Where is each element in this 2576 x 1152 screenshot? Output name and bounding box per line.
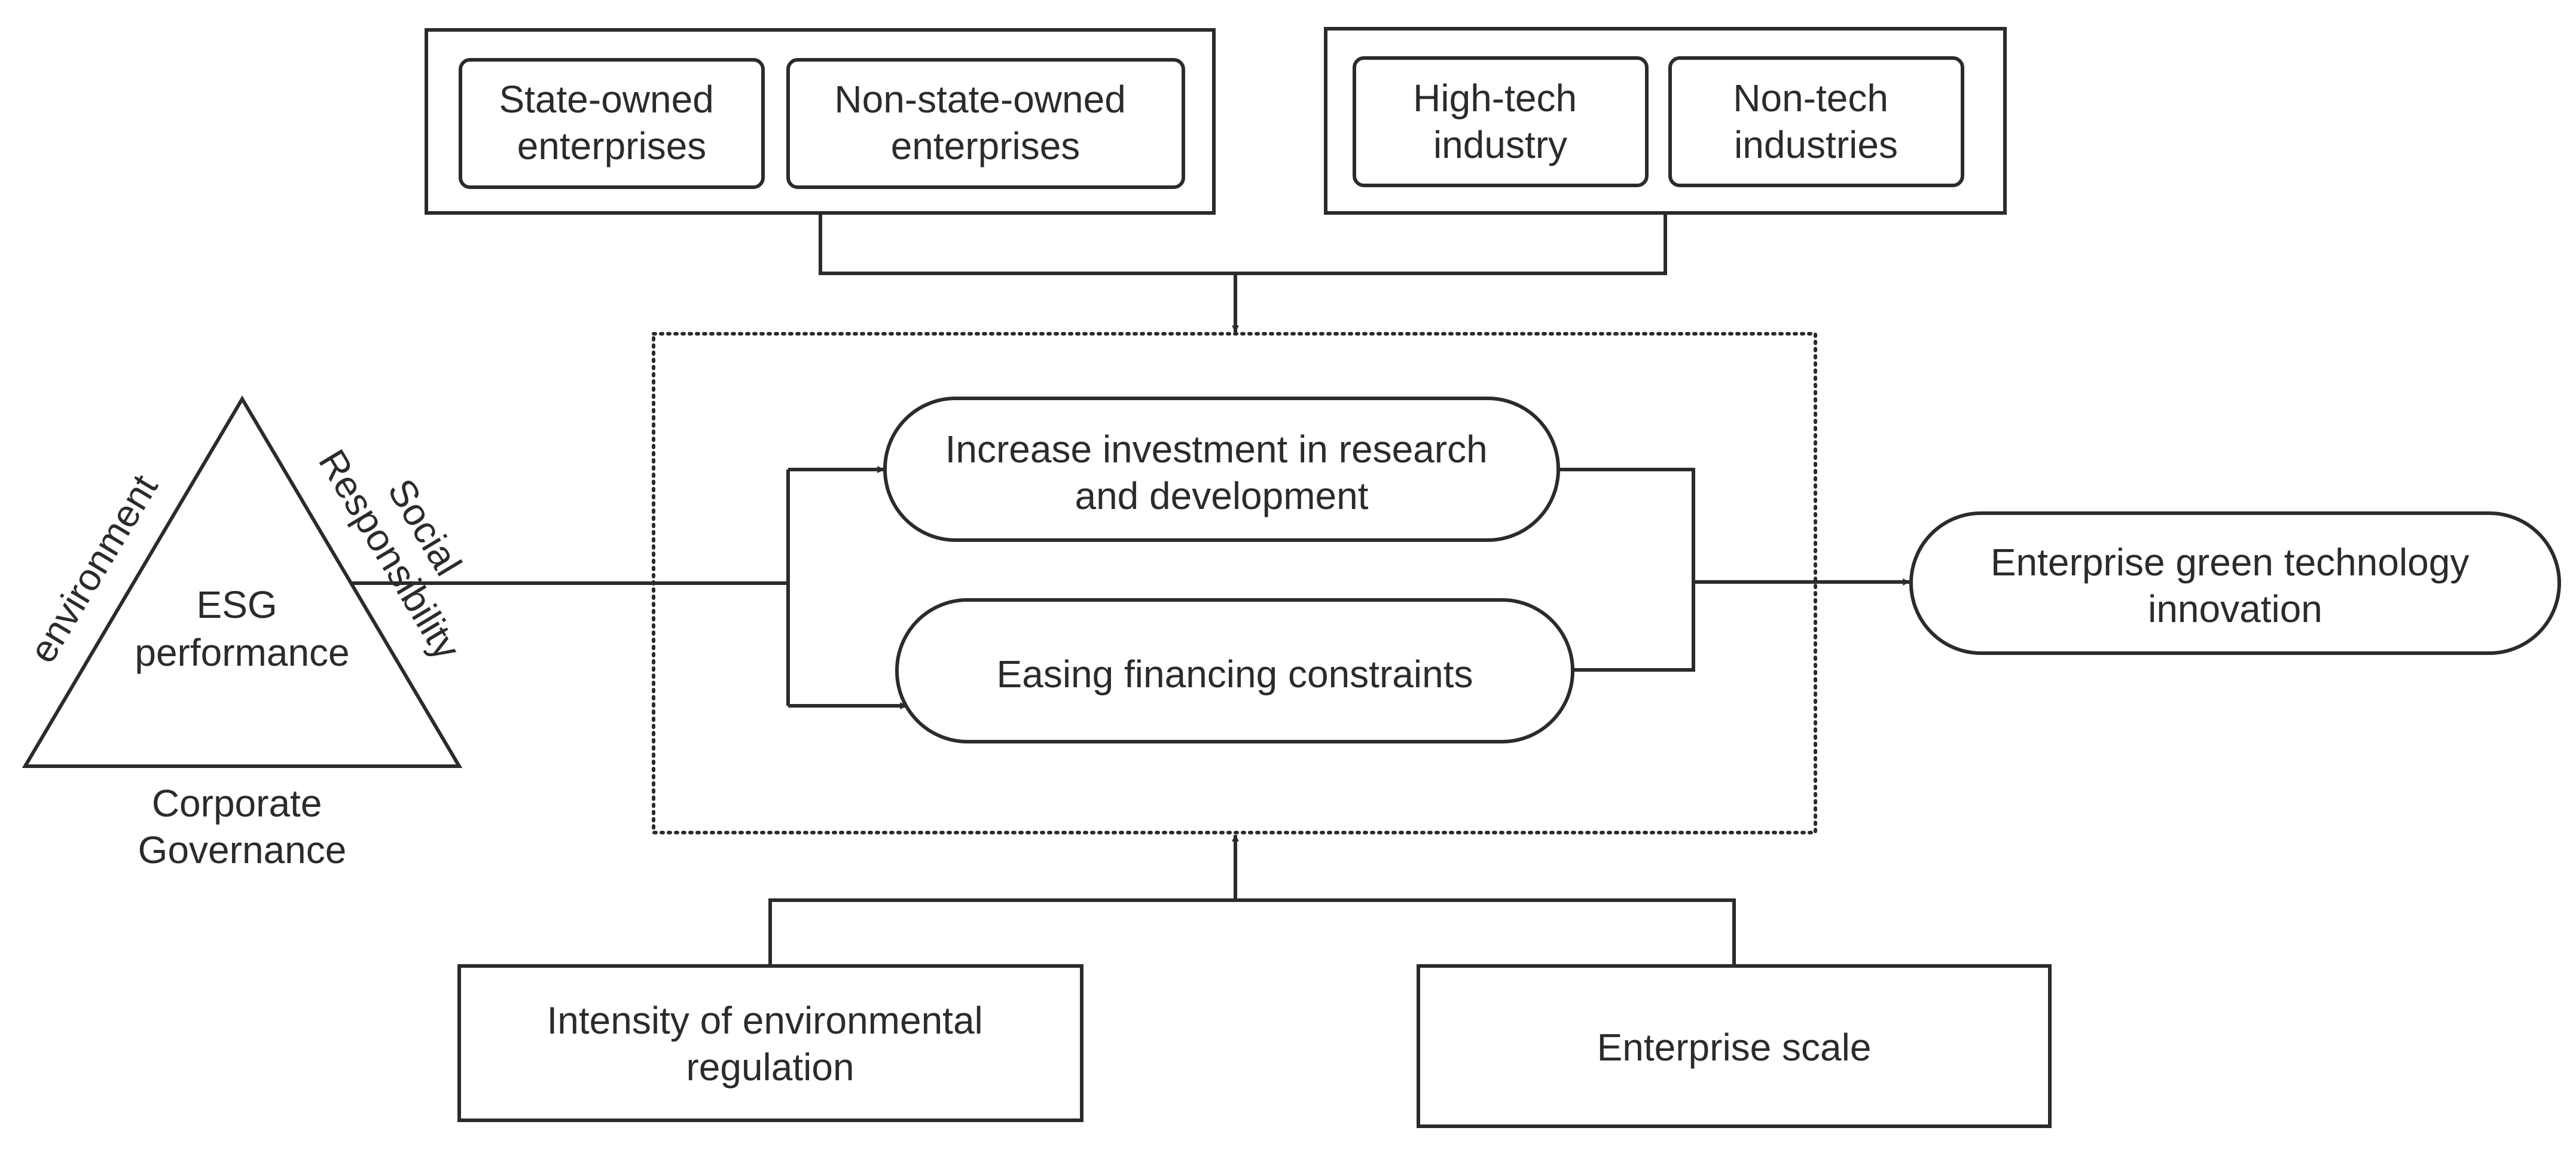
financing-constraints-line1: Easing financing constraints xyxy=(997,653,1473,696)
non-state-owned-line2: enterprises xyxy=(891,124,1081,167)
high-tech-box: High-tech industry xyxy=(1353,56,1649,187)
top-groups-connector xyxy=(819,213,1667,275)
environmental-regulation-box: Intensity of environmental regulation xyxy=(457,964,1083,1122)
esg-triangle-group: ESG performance environment Social Respo… xyxy=(21,395,470,871)
bottom-moderators-connector xyxy=(768,898,1736,965)
environmental-regulation-line2: regulation xyxy=(686,1046,854,1089)
non-state-owned-line1: Non-state-owned xyxy=(834,78,1125,121)
svg-text:Enterprise scale: Enterprise scale xyxy=(1597,1026,1872,1069)
svg-text:High-tech industry: High-tech industry xyxy=(1413,77,1588,166)
mechanism-merge-line xyxy=(1558,468,1695,672)
svg-text:Non-tech industries: Non-tech industries xyxy=(1733,77,1899,166)
non-tech-line1: Non-tech xyxy=(1733,77,1888,120)
svg-text:Intensity of environmental: Intensity of environmental regulation xyxy=(547,999,993,1089)
green-innovation-line1: Enterprise green technology xyxy=(1991,541,2470,584)
high-tech-line1: High-tech xyxy=(1413,77,1577,120)
svg-text:Easing financing constraints: Easing financing constraints xyxy=(997,653,1473,696)
svg-text:Enterprise green technology: Enterprise green technology innovation xyxy=(1991,541,2480,630)
non-state-owned-box: Non-state-owned enterprises xyxy=(786,58,1185,189)
non-tech-box: Non-tech industries xyxy=(1668,56,1964,187)
state-owned-line1: State-owned xyxy=(499,78,713,121)
high-tech-line2: industry xyxy=(1433,123,1567,166)
enterprise-scale-line1: Enterprise scale xyxy=(1597,1026,1872,1069)
industry-group: High-tech industry Non-tech industries xyxy=(1324,27,2007,215)
green-innovation-line2: innovation xyxy=(2148,587,2322,630)
esg-center-line2: performance xyxy=(135,631,349,674)
enterprise-scale-box: Enterprise scale xyxy=(1417,964,2052,1128)
rd-investment-line2: and development xyxy=(1075,474,1368,517)
rd-investment-box: Increase investment in research and deve… xyxy=(883,397,1560,542)
svg-text:Non-state-owned enterp: Non-state-owned enterprises xyxy=(834,78,1136,167)
environmental-regulation-line1: Intensity of environmental xyxy=(547,999,982,1042)
ownership-group: State-owned enterprises Non-state-owned … xyxy=(425,28,1216,215)
svg-text:Corporate Governance: Corporate Governance xyxy=(138,782,347,871)
esg-governance-line2: Governance xyxy=(138,828,347,871)
state-owned-line2: enterprises xyxy=(517,124,707,167)
svg-text:State-owned enterprise: State-owned enterprises xyxy=(499,78,724,167)
esg-governance-line1: Corporate xyxy=(152,782,322,825)
rd-investment-line1: Increase investment in research xyxy=(945,428,1488,471)
svg-text:Increase investment in researc: Increase investment in research and deve… xyxy=(945,428,1498,517)
svg-text:ESG performance: ESG performance xyxy=(135,583,349,674)
green-innovation-box: Enterprise green technology innovation xyxy=(1909,511,2561,655)
non-tech-line2: industries xyxy=(1734,123,1898,166)
financing-constraints-box: Easing financing constraints xyxy=(895,598,1574,743)
esg-center-line1: ESG xyxy=(197,583,277,626)
state-owned-box: State-owned enterprises xyxy=(459,58,765,189)
